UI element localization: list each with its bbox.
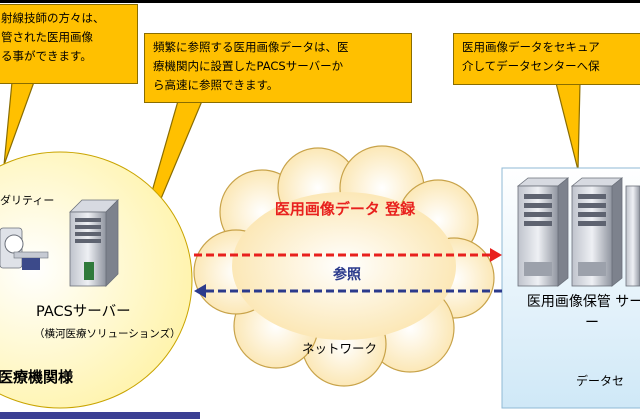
callout-right-line: 医用画像データをセキュア <box>462 40 600 54</box>
register-arrow <box>194 248 502 262</box>
network-label: ネットワーク <box>302 341 378 356</box>
pacs-server-label: PACSサーバー <box>36 304 131 320</box>
hospital-label: 医療機関様 <box>0 368 74 386</box>
callout-pacs-reference: 頻繁に参照する医用画像データは、医 療機関内に設置したPACSサーバーか ら高速… <box>144 33 412 103</box>
callout-secure-transfer: 医用画像データをセキュア 介してデータセンターへ保 <box>453 33 640 85</box>
top-border <box>0 0 640 3</box>
callout-middle-line: 頻繁に参照する医用画像データは、医 <box>153 40 349 54</box>
datacenter-label: データセ <box>576 374 625 388</box>
reference-arrow <box>194 284 502 298</box>
storage-server-icon <box>516 177 640 287</box>
callout-technologists: 射線技師の方々は、 管された医用画像 る事ができます。 <box>0 4 138 84</box>
bottom-banner-strip <box>0 412 200 419</box>
callout-left-line: 射線技師の方々は、 <box>1 11 105 25</box>
callout-left-line: 管された医用画像 <box>1 30 93 44</box>
callout-middle-line: 療機関内に設置したPACSサーバーか <box>153 59 344 73</box>
vendor-label: （横河医療ソリューションズ） <box>34 328 181 340</box>
network-cloud <box>193 145 495 387</box>
reference-arrow-label: 参照 <box>333 267 361 283</box>
modality-scanner-icon <box>0 227 49 270</box>
modality-label: ダリティー <box>0 194 55 207</box>
callout-right-line: 介してデータセンターへ保 <box>462 59 600 73</box>
register-arrow-label: 医用画像データ 登録 <box>274 200 416 218</box>
callout-right-tail <box>555 82 581 171</box>
pacs-server-icon <box>69 199 119 287</box>
callout-left-line: る事ができます。 <box>1 49 92 63</box>
callout-left-tail <box>3 81 35 166</box>
storage-server-label: 医用画像保管 サーバー <box>526 294 640 331</box>
callout-middle-line: ら高速に参照できます。 <box>153 78 279 92</box>
